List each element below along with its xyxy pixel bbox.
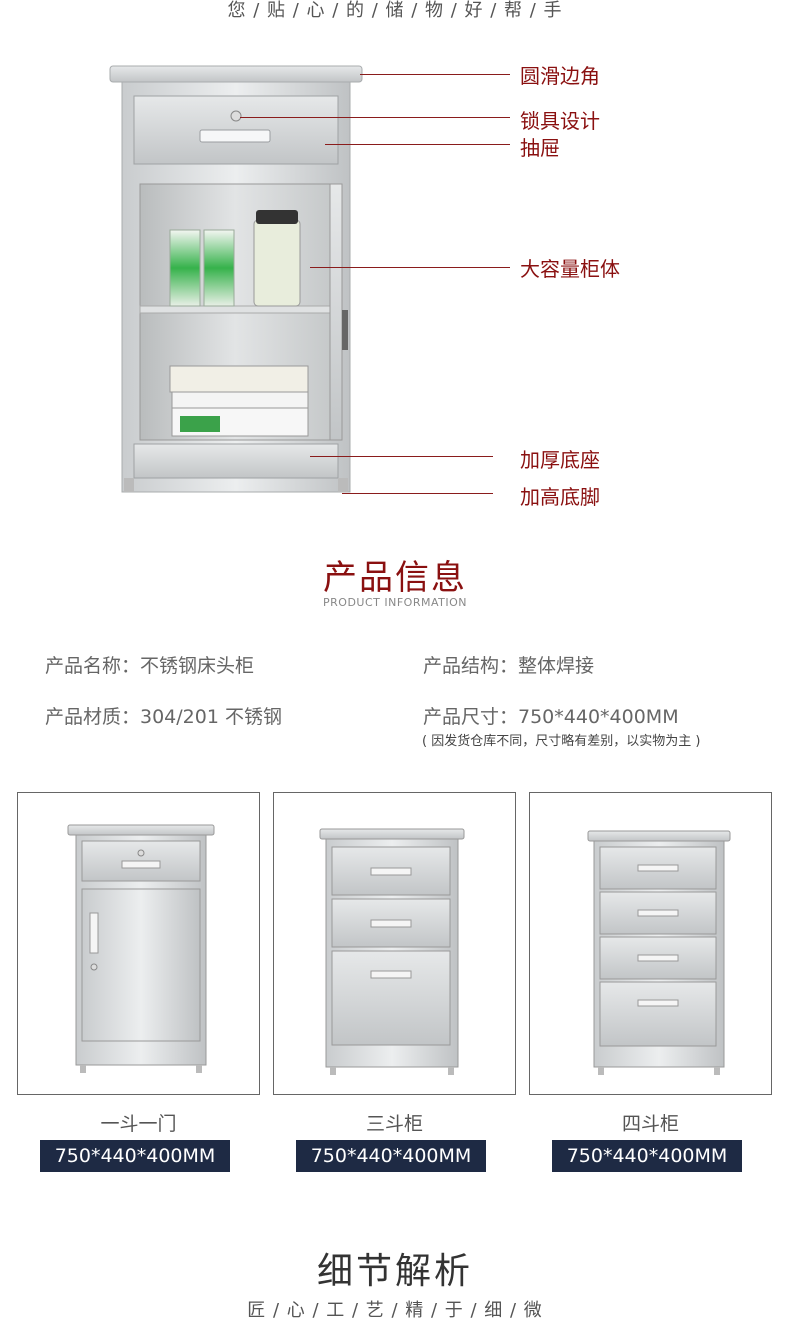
callout-line-rounded-corner	[360, 74, 510, 75]
product-structure: 产品结构：整体焊接	[423, 655, 595, 677]
callout-line-drawer	[325, 144, 510, 145]
callout-line-feet	[342, 493, 493, 494]
variant-name-1: 一斗一门	[100, 1113, 177, 1135]
variant-name-2: 三斗柜	[365, 1113, 423, 1135]
main-cabinet-image	[109, 65, 363, 493]
product-material: 产品材质：304/201 不锈钢	[45, 706, 282, 728]
callout-line-base	[310, 456, 493, 457]
product-size: 产品尺寸：750*440*400MM	[423, 706, 679, 728]
variant-size-1: 750*440*400MM	[40, 1140, 230, 1172]
callout-line-capacity	[310, 267, 510, 268]
callout-raised-feet: 加高底脚	[520, 485, 600, 509]
callout-drawer: 抽屉	[520, 136, 560, 160]
detail-tagline: 匠 / 心 / 工 / 艺 / 精 / 于 / 细 / 微	[247, 1300, 543, 1321]
callout-large-capacity: 大容量柜体	[520, 257, 620, 281]
callout-line-lock	[240, 117, 510, 118]
size-note: ( 因发货仓库不同，尺寸略有差别，以实物为主 )	[422, 734, 701, 749]
callout-lock-design: 锁具设计	[520, 109, 600, 133]
variant-name-3: 四斗柜	[621, 1113, 679, 1135]
variant-frame-1	[17, 792, 260, 1095]
callout-thick-base: 加厚底座	[520, 448, 600, 472]
variant-size-3: 750*440*400MM	[552, 1140, 742, 1172]
variant-size-2: 750*440*400MM	[296, 1140, 486, 1172]
product-name: 产品名称：不锈钢床头柜	[45, 655, 255, 677]
detail-title: 细节解析	[316, 1251, 473, 1292]
top-tagline: 您 / 贴 / 心 / 的 / 储 / 物 / 好 / 帮 / 手	[227, 0, 563, 21]
product-info-title: 产品信息	[323, 558, 467, 598]
variant-image-drawer-door	[67, 824, 215, 1073]
variant-frame-2	[273, 792, 516, 1095]
variant-image-three-drawer	[319, 828, 465, 1075]
variant-image-four-drawer	[587, 830, 731, 1075]
callout-rounded-corner: 圆滑边角	[520, 64, 600, 88]
variant-frame-3	[529, 792, 772, 1095]
product-info-subtitle: PRODUCT INFORMATION	[323, 596, 467, 609]
